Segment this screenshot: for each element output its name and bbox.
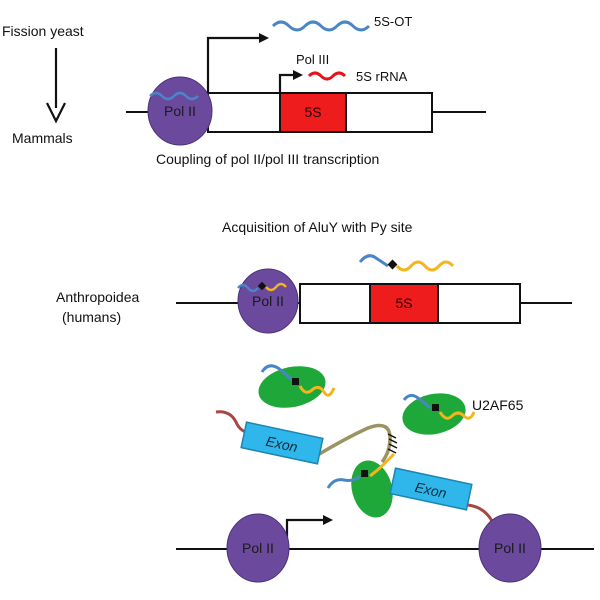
exon-box-left: [240, 421, 324, 465]
nascent-rna-wave: [237, 281, 287, 293]
exon-right-label: Exon: [414, 479, 449, 501]
aluy-heading: Acquisition of AluY with Py site: [222, 219, 413, 235]
pol-ii-label: Pol II: [252, 293, 284, 309]
five-s-label: 5S: [304, 104, 321, 120]
five-s-rrna-label: 5S rRNA: [356, 69, 408, 84]
intron-loop: [315, 423, 392, 464]
pol-ii-label: Pol II: [164, 103, 196, 119]
panel1-caption: Coupling of pol II/pol III transcription: [156, 151, 379, 167]
ot-transcript-wave: [271, 20, 371, 32]
pol-ii-ellipse: [226, 513, 290, 583]
pol-ii-right-label: Pol II: [494, 540, 526, 556]
arrow-down-icon: [46, 48, 66, 124]
arrow-right-icon: [285, 515, 333, 549]
exon-box-right: [389, 467, 473, 511]
humans-label: (humans): [62, 309, 121, 325]
pol-iii-label: Pol III: [296, 52, 329, 67]
five-s-ot-label: 5S-OT: [374, 14, 412, 29]
mammals-label: Mammals: [12, 130, 73, 146]
u2af65-complex: [402, 393, 476, 435]
rrna-transcript-wave: [307, 71, 347, 81]
fission-yeast-label: Fission yeast: [2, 23, 84, 39]
arrow-right-icon: [278, 70, 303, 93]
five-s-box: [369, 283, 439, 324]
five-s-label: 5S: [395, 295, 412, 311]
u2af65-complex: [258, 364, 336, 408]
exon-left-label: Exon: [265, 433, 300, 455]
transcript-blue-yellow-top: [358, 254, 455, 272]
pol-ii-ellipse: [147, 76, 213, 146]
u2af65-label: U2AF65: [472, 397, 524, 413]
branch-site-stripes: [387, 433, 398, 454]
arrow-right-icon: [206, 33, 269, 93]
pol-ii-ellipse: [478, 513, 542, 583]
nascent-rna-wave: [149, 91, 199, 101]
five-s-box: [279, 92, 347, 133]
anthropoidea-label: Anthropoidea: [56, 289, 140, 305]
pol-ii-left-label: Pol II: [242, 540, 274, 556]
u2af65-complex-bound: [326, 452, 396, 518]
